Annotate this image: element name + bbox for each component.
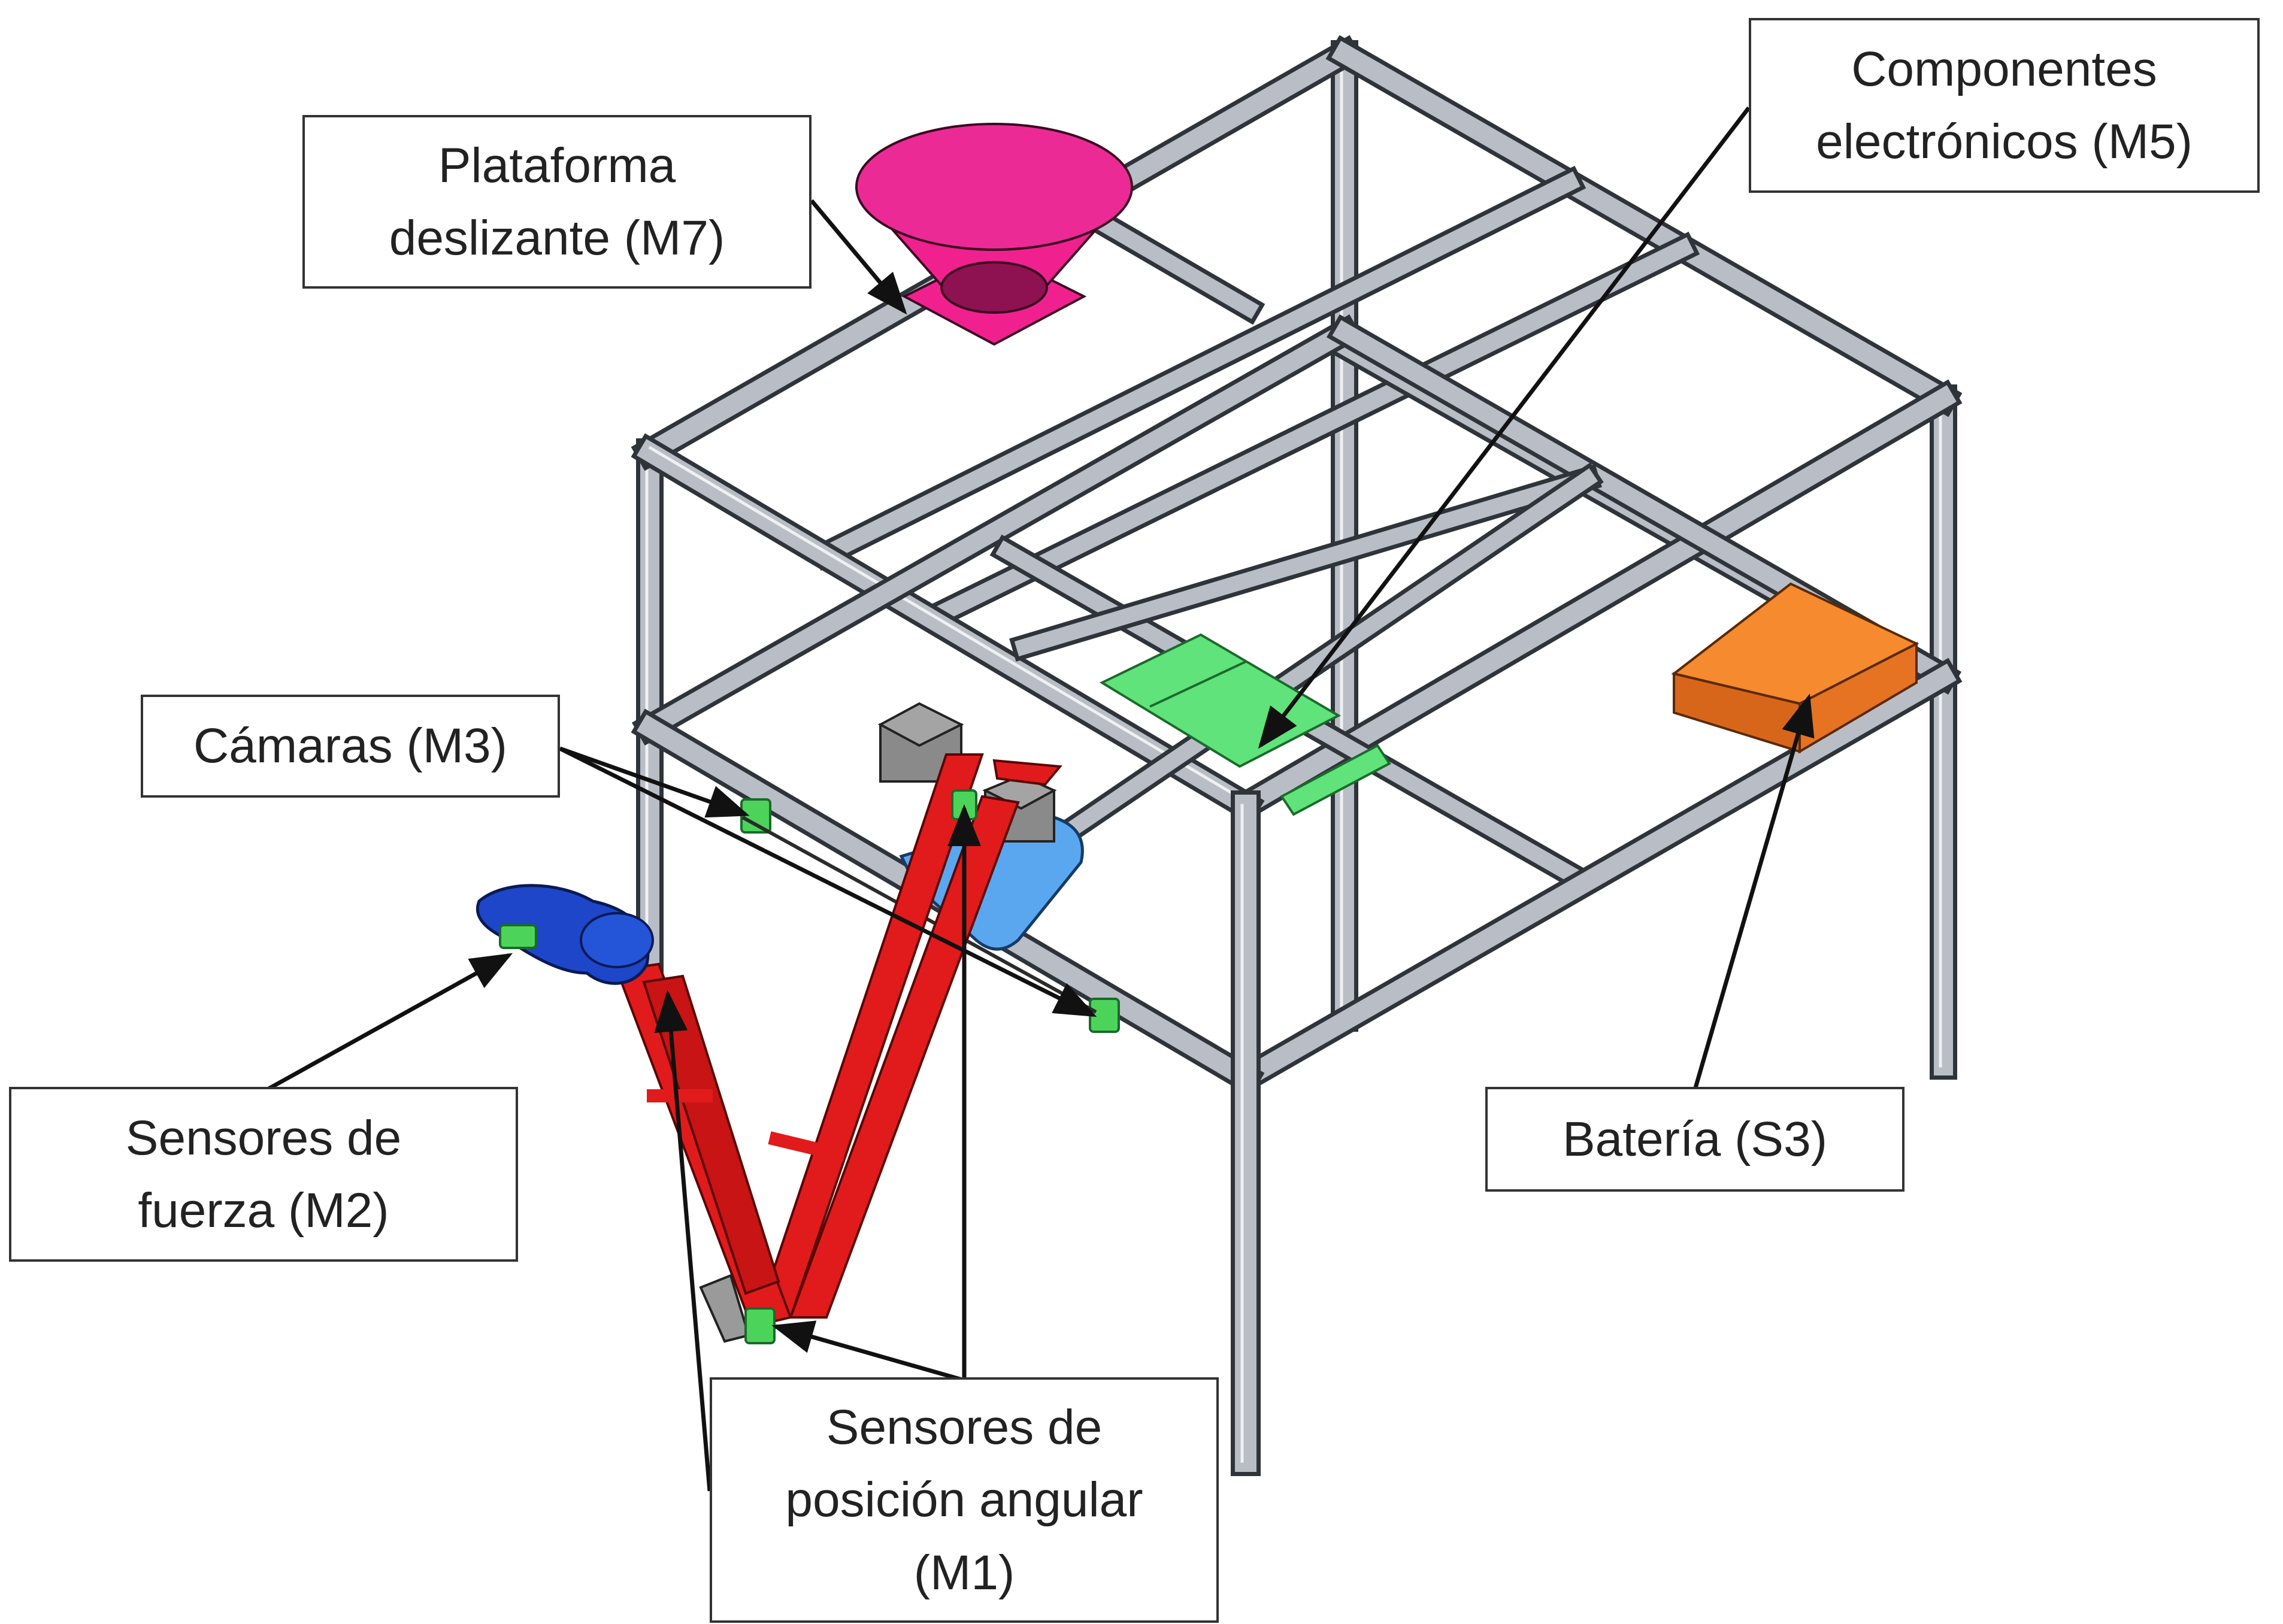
label-bateria: Batería (S3) bbox=[1485, 1087, 1904, 1192]
label-line: Batería (S3) bbox=[1562, 1111, 1828, 1167]
label-line: posición angular bbox=[785, 1472, 1143, 1528]
leader-posicion-2 bbox=[771, 1320, 965, 1383]
frame-post-front bbox=[1231, 790, 1261, 1476]
label-sensores-fuerza: Sensores de fuerza (M2) bbox=[9, 1087, 518, 1262]
frame-rails-upper bbox=[631, 35, 1963, 825]
label-componentes-electronicos: Componentes electrónicos (M5) bbox=[1749, 18, 2260, 193]
leader-posicion-3 bbox=[654, 990, 712, 1492]
leader-fuerza bbox=[265, 953, 513, 1092]
label-line: electrónicos (M5) bbox=[1816, 114, 2193, 169]
leader-plataforma bbox=[810, 199, 907, 315]
battery-box bbox=[1671, 582, 1919, 754]
label-camaras: Cámaras (M3) bbox=[141, 695, 560, 798]
label-line: Componentes bbox=[1851, 41, 2157, 96]
label-line: Cámaras (M3) bbox=[193, 719, 507, 774]
leader-lines bbox=[265, 106, 1815, 1492]
label-line: Sensores de bbox=[826, 1399, 1103, 1455]
label-plataforma-deslizante: Plataforma deslizante (M7) bbox=[302, 115, 812, 289]
label-line: (M1) bbox=[913, 1545, 1015, 1600]
label-line: fuerza (M2) bbox=[138, 1183, 389, 1238]
label-sensores-posicion-angular: Sensores de posición angular (M1) bbox=[710, 1377, 1219, 1623]
robot-arm bbox=[476, 702, 1084, 1344]
label-line: deslizante (M7) bbox=[389, 211, 725, 265]
frame-post-right bbox=[1930, 384, 1957, 1080]
leader-camaras-1 bbox=[559, 746, 750, 818]
frame-post-back bbox=[1331, 40, 1358, 1032]
leader-componentes bbox=[1258, 106, 1751, 749]
label-line: Plataforma bbox=[438, 138, 676, 193]
leader-bateria bbox=[1692, 693, 1815, 1090]
leader-camaras-2 bbox=[559, 746, 1097, 1017]
label-line: Sensores de bbox=[125, 1110, 402, 1165]
sliding-platform-hopper bbox=[855, 123, 1134, 346]
